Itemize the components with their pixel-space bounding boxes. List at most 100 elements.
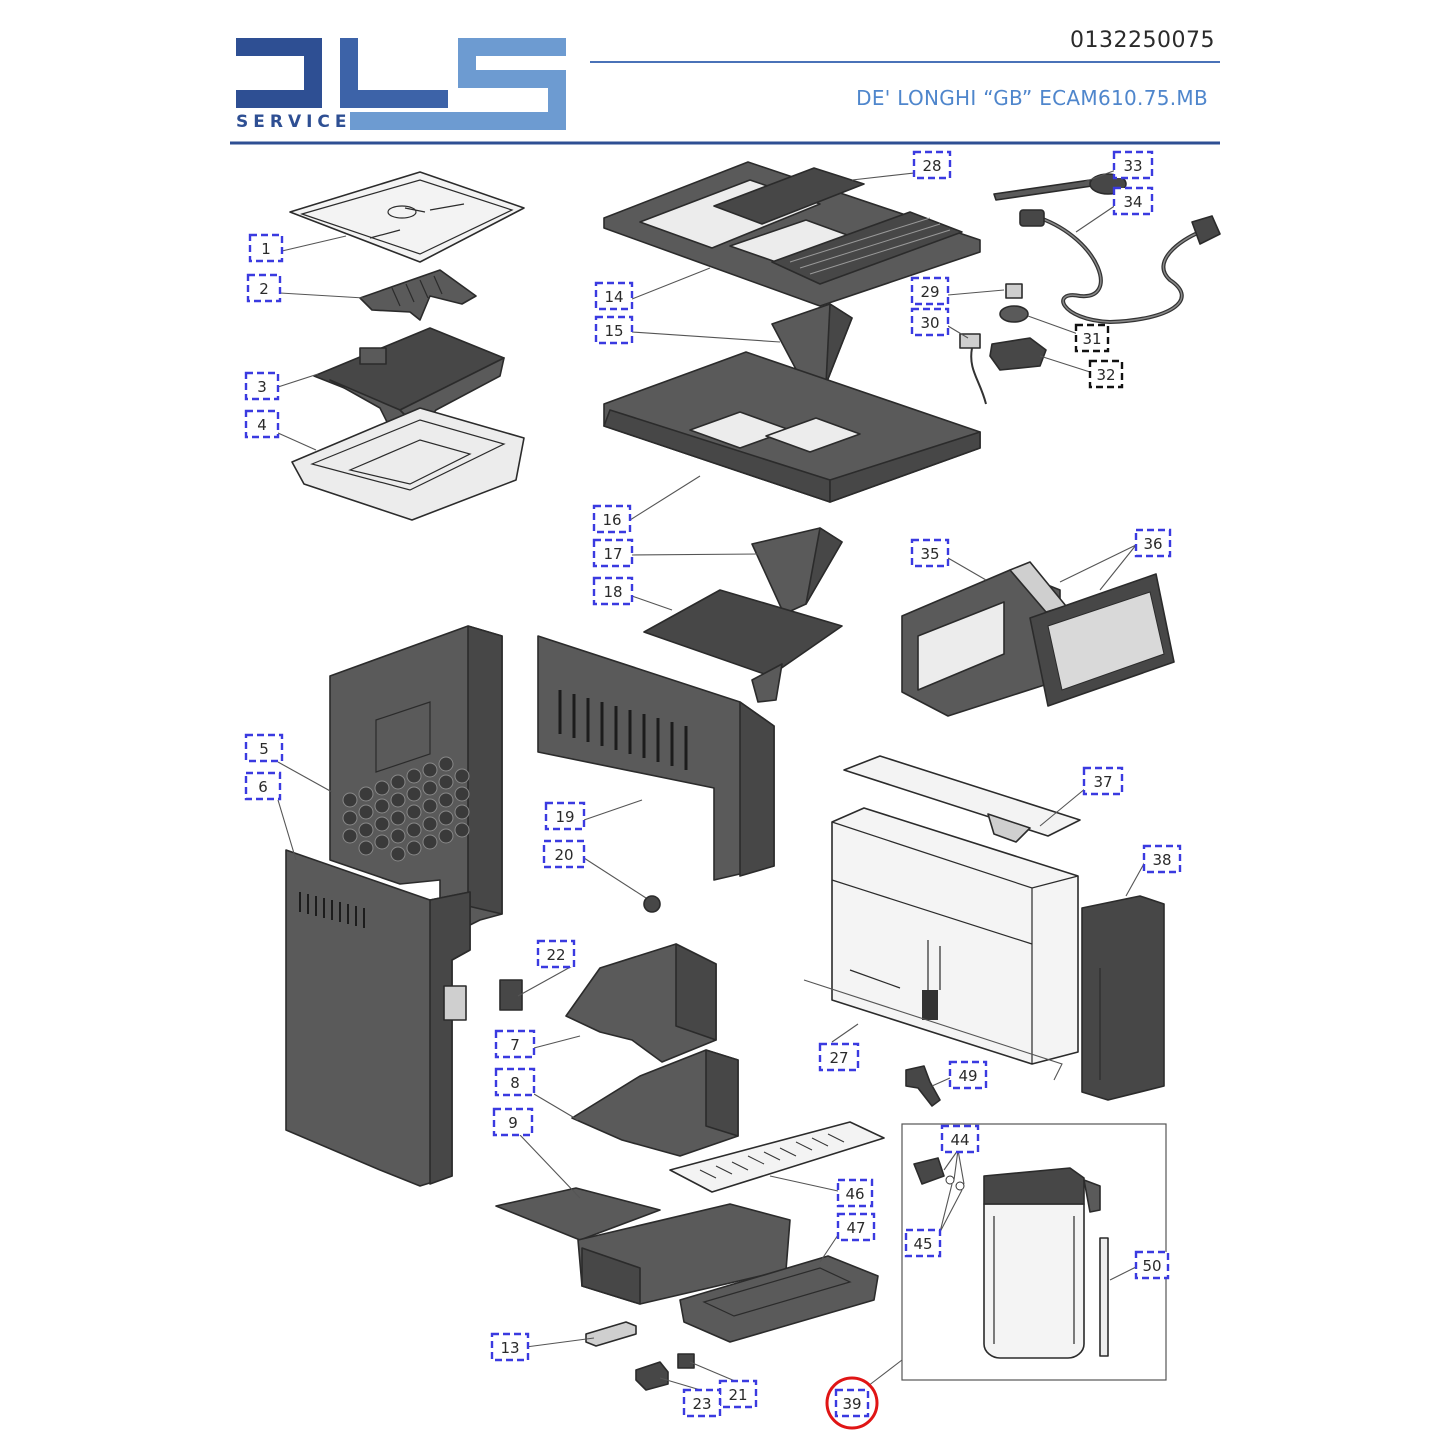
svg-text:38: 38 xyxy=(1152,851,1171,869)
callout-34: 34 xyxy=(1112,186,1154,216)
callout-38: 38 xyxy=(1142,844,1182,874)
callout-30: 30 xyxy=(910,307,950,337)
callout-33: 33 xyxy=(1112,150,1154,180)
part-tank-side-cover xyxy=(1081,895,1165,1101)
svg-text:6: 6 xyxy=(258,778,268,796)
part-top-frame xyxy=(603,161,981,307)
callout-50: 50 xyxy=(1134,1250,1170,1280)
svg-text:21: 21 xyxy=(728,1386,747,1404)
callout-31: 31 xyxy=(1074,323,1110,353)
part-clip-21 xyxy=(677,1353,695,1369)
part-drip-tray-base xyxy=(495,1187,791,1305)
callout-22: 22 xyxy=(536,939,576,969)
dls-logo xyxy=(236,38,566,130)
svg-text:47: 47 xyxy=(846,1219,865,1237)
callout-14: 14 xyxy=(594,281,634,311)
callout-2: 2 xyxy=(246,273,282,303)
callout-32: 32 xyxy=(1088,359,1124,389)
callout-7: 7 xyxy=(494,1029,536,1059)
svg-text:28: 28 xyxy=(922,157,941,175)
svg-text:7: 7 xyxy=(510,1036,520,1054)
part-display-screen xyxy=(1029,573,1175,707)
part-milk-tube xyxy=(1099,1237,1109,1357)
model-title: DE' LONGHI “GB” ECAM610.75.MB xyxy=(856,86,1208,110)
part-pump-knob xyxy=(989,283,1047,371)
svg-text:49: 49 xyxy=(958,1067,977,1085)
svg-text:4: 4 xyxy=(257,416,267,434)
callout-6: 6 xyxy=(244,771,282,801)
part-milk-connector xyxy=(913,1157,965,1191)
callout-28: 28 xyxy=(912,150,952,180)
svg-text:35: 35 xyxy=(920,545,939,563)
callout-18: 18 xyxy=(592,576,634,606)
document-number: 0132250075 xyxy=(1070,28,1215,53)
leader-lines xyxy=(277,168,1147,1395)
callout-4: 4 xyxy=(244,409,280,439)
part-grinder-adjuster xyxy=(359,269,477,321)
callout-29: 29 xyxy=(910,276,950,306)
part-main-frame xyxy=(603,351,981,503)
svg-text:30: 30 xyxy=(920,314,939,332)
svg-text:45: 45 xyxy=(913,1235,932,1253)
svg-text:20: 20 xyxy=(554,846,573,864)
callout-13: 13 xyxy=(490,1332,530,1362)
part-drip-tray xyxy=(679,1255,879,1343)
svg-text:36: 36 xyxy=(1143,535,1162,553)
part-funnel-lower xyxy=(751,527,843,615)
callout-23: 23 xyxy=(682,1388,722,1418)
part-bean-container-lid xyxy=(289,171,525,263)
callout-8: 8 xyxy=(494,1067,536,1097)
svg-text:23: 23 xyxy=(692,1395,711,1413)
part-chute-tray xyxy=(643,589,843,703)
part-dispenser-cover-lower xyxy=(571,1049,739,1157)
svg-text:46: 46 xyxy=(845,1185,864,1203)
part-milk-carafe xyxy=(983,1167,1101,1359)
brand-service-text: SERVICE xyxy=(236,112,352,132)
svg-text:29: 29 xyxy=(920,283,939,301)
svg-text:33: 33 xyxy=(1123,157,1142,175)
part-measuring-scoop xyxy=(993,173,1127,201)
callout-35: 35 xyxy=(910,538,950,568)
callout-27: 27 xyxy=(818,1042,860,1072)
part-rear-panel xyxy=(537,635,775,881)
svg-text:18: 18 xyxy=(603,583,622,601)
callout-37: 37 xyxy=(1082,766,1124,796)
callout-16: 16 xyxy=(592,504,632,534)
callout-21: 21 xyxy=(718,1379,758,1409)
svg-text:44: 44 xyxy=(950,1131,969,1149)
part-screw xyxy=(643,895,661,913)
callout-45: 45 xyxy=(904,1228,942,1258)
part-cup-grill xyxy=(669,1121,885,1193)
callout-1: 1 xyxy=(248,233,284,263)
callout-15: 15 xyxy=(594,315,634,345)
part-control-panel-frame xyxy=(901,561,1067,717)
part-valve xyxy=(905,1065,941,1107)
svg-text:9: 9 xyxy=(508,1114,518,1132)
part-side-panel-back xyxy=(329,625,503,941)
callout-9: 9 xyxy=(492,1107,534,1137)
svg-text:27: 27 xyxy=(829,1049,848,1067)
svg-text:22: 22 xyxy=(546,946,565,964)
svg-text:37: 37 xyxy=(1093,773,1112,791)
callout-3: 3 xyxy=(244,371,280,401)
highlight-circle xyxy=(825,1376,879,1430)
part-water-tank xyxy=(803,807,1079,1081)
callout-20: 20 xyxy=(542,839,586,869)
part-small-button xyxy=(585,1321,637,1347)
svg-text:19: 19 xyxy=(555,808,574,826)
svg-text:17: 17 xyxy=(603,545,622,563)
part-water-tank-lid xyxy=(843,755,1081,843)
svg-text:31: 31 xyxy=(1082,330,1101,348)
callout-19: 19 xyxy=(544,801,586,831)
callout-labels: 1 2 3 4 5 6 7 8 9 13 14 15 16 17 18 19 2… xyxy=(244,150,1182,1418)
svg-text:32: 32 xyxy=(1096,366,1115,384)
callout-44: 44 xyxy=(940,1124,980,1154)
part-clip-23 xyxy=(635,1361,669,1391)
callout-17: 17 xyxy=(592,538,634,568)
svg-text:5: 5 xyxy=(259,740,269,758)
svg-text:3: 3 xyxy=(257,378,267,396)
callout-47: 47 xyxy=(836,1212,876,1242)
part-clear-tray xyxy=(291,407,525,521)
callout-49: 49 xyxy=(948,1060,988,1090)
svg-text:16: 16 xyxy=(602,511,621,529)
